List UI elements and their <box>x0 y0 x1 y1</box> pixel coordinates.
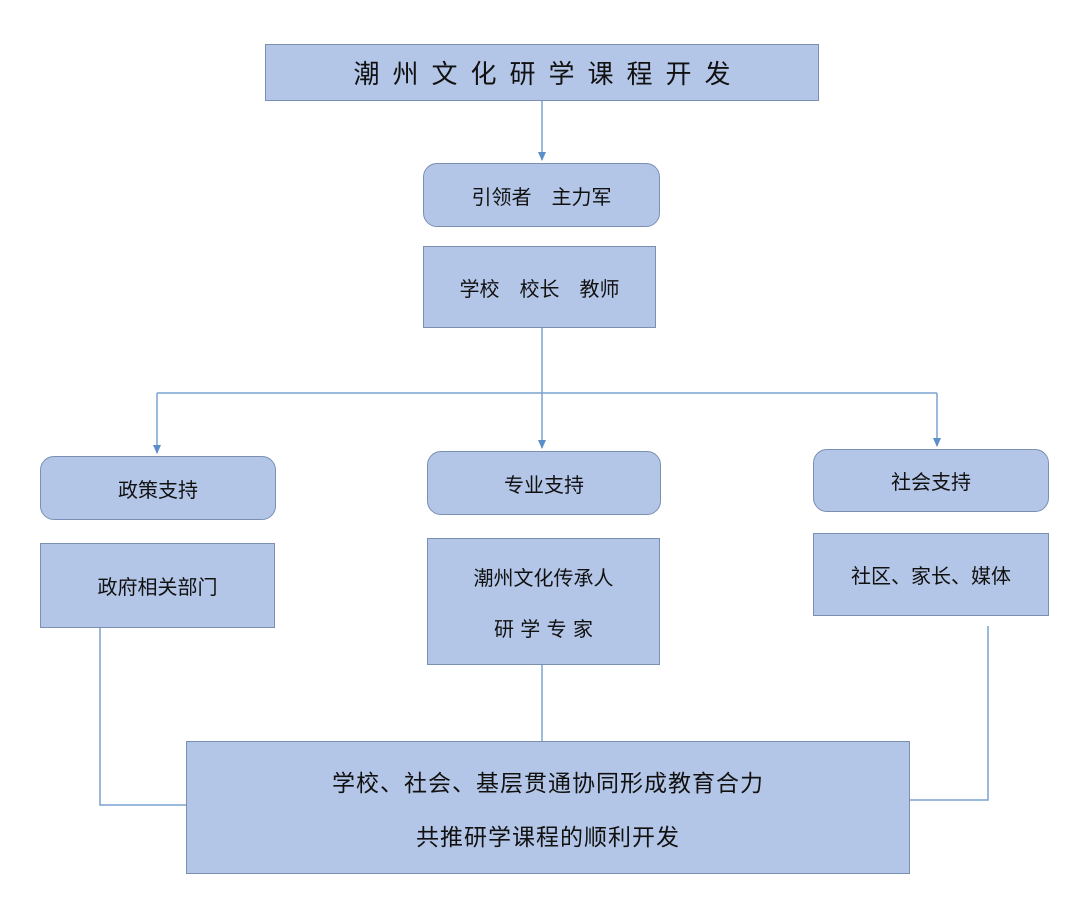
lead-members-text: 学校 校长 教师 <box>459 276 620 301</box>
policy-support-box: 政策支持 <box>40 456 276 520</box>
government-text: 政府相关部门 <box>97 575 218 599</box>
line-social-to-outcome <box>910 626 989 801</box>
lead-role-text: 引领者 主力军 <box>471 184 612 209</box>
community-text: 社区、家长、媒体 <box>851 564 1011 588</box>
professional-support-label: 专业支持 <box>504 472 584 497</box>
social-support-box: 社会支持 <box>813 449 1049 512</box>
professional-support-box: 专业支持 <box>427 451 661 515</box>
government-box: 政府相关部门 <box>40 543 275 628</box>
outcome-box: 学校、社会、基层贯通协同形成教育合力 共推研学课程的顺利开发 <box>186 741 910 874</box>
line-policy-to-outcome <box>99 628 186 806</box>
social-support-label: 社会支持 <box>891 470 971 494</box>
outcome-line-1: 学校、社会、基层贯通协同形成教育合力 <box>332 770 764 797</box>
experts-line-2: 研 学 专 家 <box>493 616 594 641</box>
policy-support-label: 政策支持 <box>118 477 198 502</box>
title-text: 潮州文化研学课程开发 <box>353 60 744 90</box>
community-box: 社区、家长、媒体 <box>813 533 1049 616</box>
title-box: 潮州文化研学课程开发 <box>265 44 819 101</box>
experts-box: 潮州文化传承人 研 学 专 家 <box>427 538 660 665</box>
experts-line-1: 潮州文化传承人 <box>473 565 614 590</box>
lead-role-box: 引领者 主力军 <box>423 163 660 227</box>
lead-members-box: 学校 校长 教师 <box>423 246 656 328</box>
outcome-line-2: 共推研学课程的顺利开发 <box>416 824 680 851</box>
